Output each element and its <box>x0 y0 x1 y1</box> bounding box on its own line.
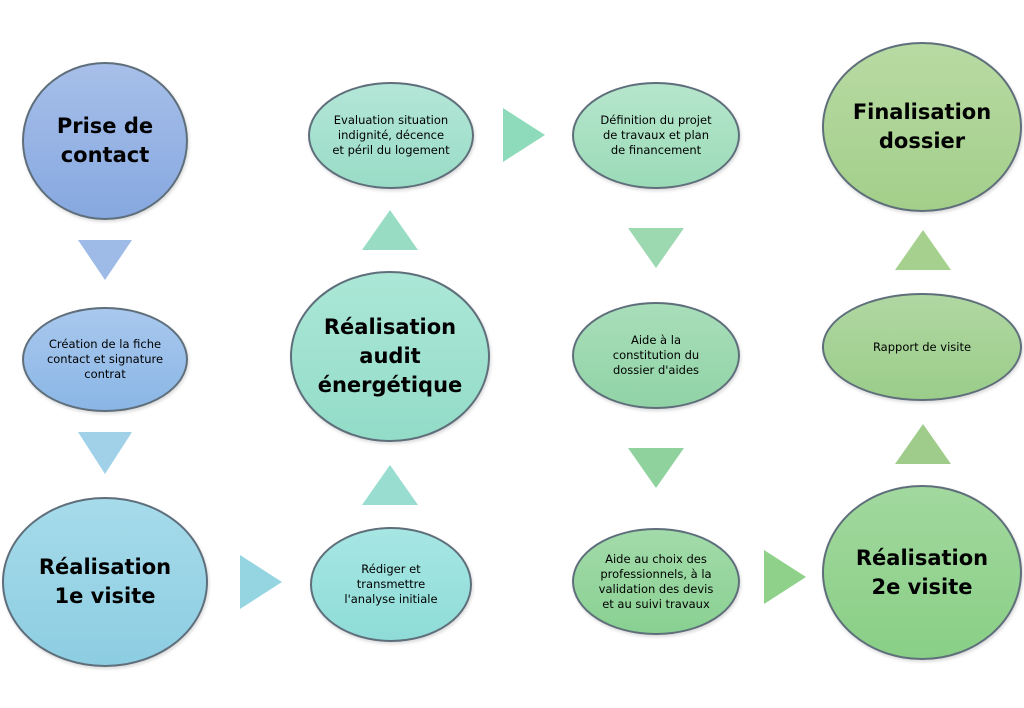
node-aide-choix-label: Aide au choix des professionnels, à la v… <box>598 551 714 611</box>
arrow-right-1 <box>240 555 282 609</box>
node-finalisation-dossier: Finalisation dossier <box>822 42 1022 212</box>
node-realisation-1e-visite: Réalisation 1e visite <box>2 497 208 667</box>
node-prise-de-contact-label: Prise de contact <box>56 114 154 167</box>
node-realisation-audit: Réalisation audit énergétique <box>290 271 490 442</box>
node-evaluation-situation: Evaluation situation indignité, décence … <box>308 82 474 189</box>
node-rediger-transmettre: Rédiger et transmettre l'analyse initial… <box>310 527 472 642</box>
node-aide-constitution: Aide à la constitution du dossier d'aide… <box>572 302 740 409</box>
arrow-down-4 <box>628 448 684 488</box>
arrow-down-1 <box>78 240 132 280</box>
node-aide-choix: Aide au choix des professionnels, à la v… <box>572 528 740 635</box>
node-creation-fiche-label: Création de la fiche contact et signatur… <box>46 337 164 381</box>
node-rapport-visite-label: Rapport de visite <box>872 339 972 354</box>
arrow-up-1 <box>362 465 418 505</box>
node-aide-constitution-label: Aide à la constitution du dossier d'aide… <box>612 333 700 377</box>
node-realisation-audit-label: Réalisation audit énergétique <box>317 315 463 397</box>
node-definition-projet: Définition du projet de travaux et plan … <box>572 82 740 189</box>
arrow-up-4 <box>895 230 951 270</box>
node-realisation-1e-visite-label: Réalisation 1e visite <box>38 555 172 608</box>
arrow-up-2 <box>362 210 418 250</box>
arrow-right-2 <box>503 108 545 162</box>
node-creation-fiche: Création de la fiche contact et signatur… <box>22 307 188 412</box>
arrow-up-3 <box>895 424 951 464</box>
node-definition-projet-label: Définition du projet de travaux et plan … <box>600 113 712 157</box>
node-finalisation-dossier-label: Finalisation dossier <box>852 100 992 153</box>
node-evaluation-situation-label: Evaluation situation indignité, décence … <box>332 113 450 157</box>
arrow-down-3 <box>628 228 684 268</box>
arrow-right-3 <box>764 550 806 604</box>
node-rapport-visite: Rapport de visite <box>822 293 1022 401</box>
node-rediger-transmettre-label: Rédiger et transmettre l'analyse initial… <box>344 562 438 606</box>
node-realisation-2e-visite: Réalisation 2e visite <box>822 485 1022 660</box>
node-realisation-2e-visite-label: Réalisation 2e visite <box>855 545 989 599</box>
node-prise-de-contact: Prise de contact <box>22 62 188 220</box>
arrow-down-2 <box>78 432 132 474</box>
